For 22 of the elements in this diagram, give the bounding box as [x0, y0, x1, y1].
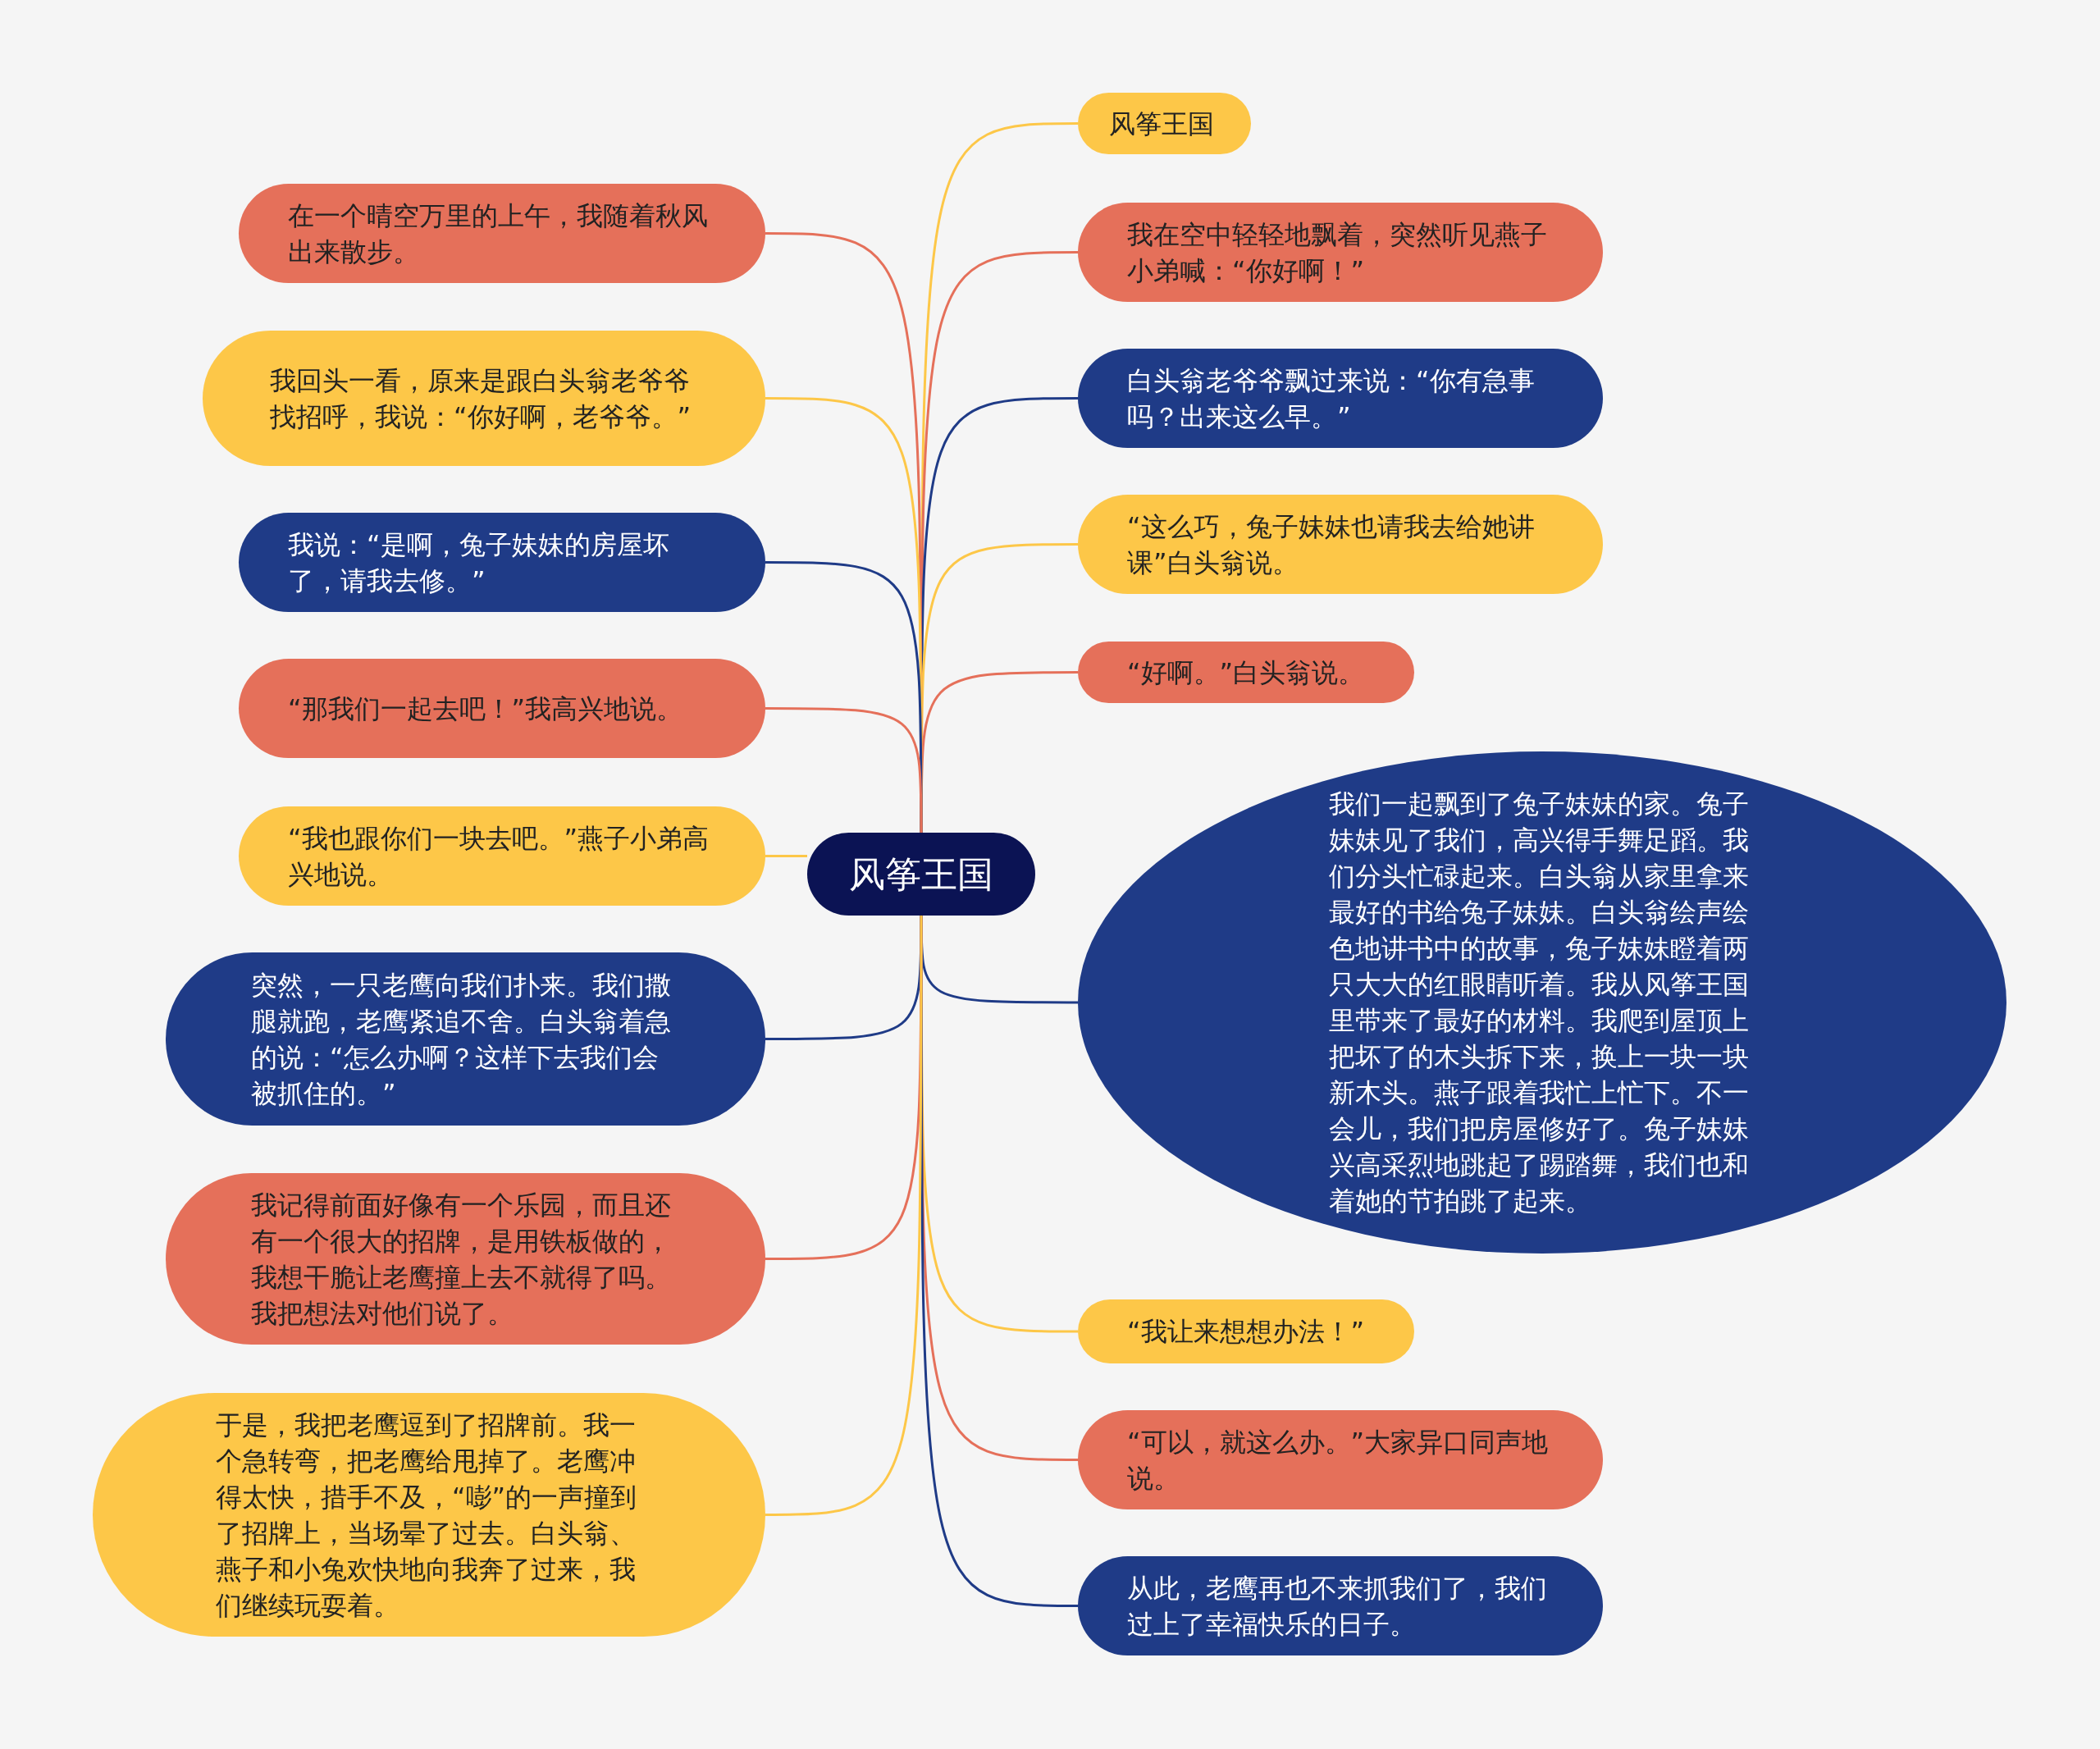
connector-line — [765, 855, 807, 857]
topic-text: “我也跟你们一块去吧。”燕子小弟高兴地说。 — [288, 821, 710, 892]
topic-text: 我说：“是啊，兔子妹妹的房屋坏了，请我去修。” — [288, 527, 670, 598]
topic-text: 风筝王国 — [849, 856, 993, 893]
topic-text: 突然，一只老鹰向我们扑来。我们撒腿就跑，老鹰紧追不舍。白头翁着急的说：“怎么办啊？这样下去我们会被抓住的。” — [251, 968, 672, 1111]
topic-text: 白头翁老爷爷飘过来说：“你有急事吗？出来这么早。” — [1127, 363, 1536, 434]
connector-line — [765, 707, 923, 833]
topic-text: 于是，我把老鹰逗到了招牌前。我一个急转弯，把老鹰给甩掉了。老鹰冲得太快，措手不及，“嘭”的一声撞到了招牌上，当场晕了过去。白头翁、燕子和小兔欢快地向我奔了过来，我们继续玩耍着。 — [216, 1408, 638, 1623]
connector-line — [765, 916, 923, 1516]
topic-text: “可以，就这么办。”大家异口同声地说。 — [1127, 1425, 1550, 1496]
topic-text: 我在空中轻轻地飘着，突然听见燕子小弟喊：“你好啊！” — [1127, 217, 1548, 288]
topic-text: 从此，老鹰再也不来抓我们了，我们过上了幸福快乐的日子。 — [1127, 1571, 1548, 1642]
topic-text: “这么巧，兔子妹妹也请我去给她讲课”白头翁说。 — [1127, 509, 1536, 580]
topic-text: 风筝王国 — [1109, 107, 1214, 141]
topic-text: “那我们一起去吧！”我高兴地说。 — [288, 692, 683, 726]
topic-text: 我记得前面好像有一个乐园，而且还有一个很大的招牌，是用铁板做的，我想干脆让老鹰撞上去不就得了吗。我把想法对他们说了。 — [251, 1188, 672, 1331]
topic-text: “好啊。”白头翁说。 — [1127, 655, 1365, 690]
topic-text: 我回头一看，原来是跟白头翁老爷爷找招呼，我说：“你好啊，老爷爷。” — [270, 363, 692, 434]
topic-text: 我们一起飘到了兔子妹妹的家。兔子妹妹见了我们，高兴得手舞足蹈。我们分头忙碌起来。白头翁从家里拿来最好的书给兔子妹妹。白头翁绘声绘色地讲书中的故事，兔子妹妹瞪着两只大大的红眼睛听着。我从风筝王国里带来了最好的材料。我爬到屋顶上把坏了的木头拆下来，换上一块一块新木头。燕子跟着我忙上忙下。不一会儿，我们把房屋修好了。兔子妹妹兴高采烈地跳起了踢踏舞，我们也和着她的节拍跳了起来。 — [1329, 788, 1750, 1218]
connector-line — [920, 916, 1078, 1607]
topic-text: “我让来想想办法！” — [1127, 1315, 1365, 1349]
topic-text: 在一个晴空万里的上午，我随着秋风出来散步。 — [288, 199, 709, 269]
